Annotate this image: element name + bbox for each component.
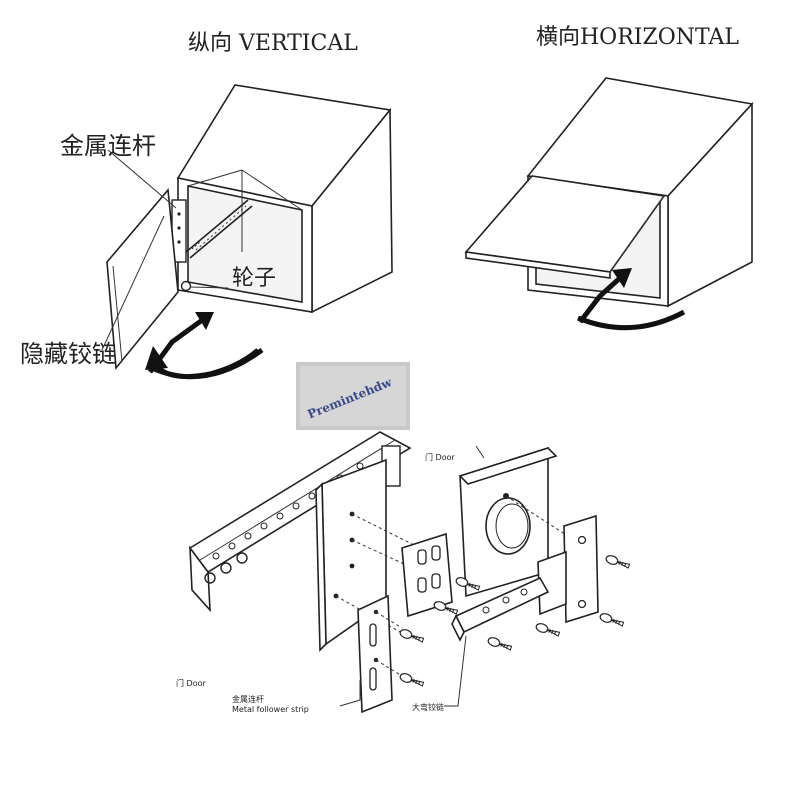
metal-strip-label-en: Metal follower strip bbox=[232, 705, 309, 714]
watermark-stamp: Premintehdw bbox=[296, 362, 410, 430]
perforated-rail bbox=[188, 431, 412, 613]
big-hinge-label: 大弯铰链 bbox=[412, 702, 444, 712]
horizontal-arrow-up bbox=[578, 276, 622, 324]
label-metal-link: 金属连杆 bbox=[60, 132, 156, 160]
screw-6 bbox=[535, 623, 561, 637]
horizontal-cabinet bbox=[464, 77, 754, 331]
metal-strip-label-cn: 金属连杆 bbox=[232, 694, 264, 704]
slotted-plate bbox=[357, 594, 403, 714]
screw-5 bbox=[487, 637, 513, 651]
label-wheel: 轮子 bbox=[232, 266, 276, 291]
metal-follower-strip bbox=[315, 458, 431, 652]
wheel bbox=[180, 280, 192, 292]
mounting-plate bbox=[401, 532, 453, 618]
door-top-label: 门 Door bbox=[425, 452, 455, 462]
vertical-cabinet bbox=[101, 84, 393, 379]
vertical-title: 纵向 VERTICAL bbox=[188, 31, 358, 56]
screw-8 bbox=[599, 613, 625, 627]
screw-7 bbox=[605, 555, 631, 569]
door-block bbox=[458, 445, 575, 598]
vertical-arrow-head bbox=[195, 312, 214, 330]
slide-rail bbox=[185, 199, 253, 259]
screws bbox=[399, 555, 631, 687]
vertical-arrow-up bbox=[147, 315, 207, 374]
vertical-door bbox=[106, 188, 179, 371]
big-hinge bbox=[451, 514, 599, 642]
label-hidden-hinge: 隐藏铰链 bbox=[20, 340, 116, 368]
screw-1 bbox=[399, 629, 425, 643]
screw-4 bbox=[433, 601, 459, 615]
screw-2 bbox=[399, 673, 425, 687]
screw-3 bbox=[455, 577, 481, 591]
horizontal-arrow-head bbox=[612, 268, 632, 288]
horizontal-arrow-shaft bbox=[577, 309, 686, 331]
vertical-arrow-shaft bbox=[150, 347, 264, 380]
exploded-hardware bbox=[188, 431, 631, 714]
horizontal-title: 横向HORIZONTAL bbox=[536, 25, 739, 50]
door-left-label: 门 Door bbox=[176, 678, 206, 688]
